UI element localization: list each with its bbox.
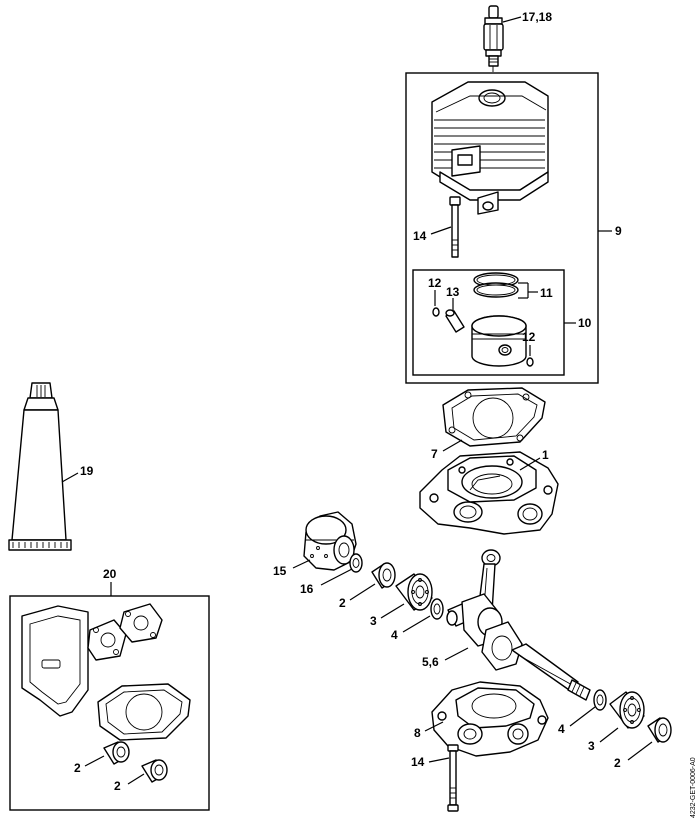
gasket-kit-box [9, 595, 210, 811]
callout-washer: 16 [300, 582, 314, 596]
callout-spark-plug: 17,18 [522, 10, 552, 24]
thrust-ring-right[interactable] [593, 689, 607, 711]
ball-bearing-left[interactable] [395, 573, 433, 611]
washer[interactable] [349, 553, 363, 573]
snap-ring-left[interactable] [432, 307, 440, 317]
callout-ring-right: 4 [558, 722, 565, 736]
kit-seal-a[interactable] [103, 741, 130, 765]
callout-gasket-top: 7 [431, 447, 438, 461]
callout-grease-tube: 19 [80, 464, 94, 478]
thrust-ring-left[interactable] [430, 598, 444, 620]
callout-ring-left: 4 [391, 628, 398, 642]
crankcase-half-bottom[interactable] [431, 681, 549, 757]
callout-kit-seal-b: 2 [114, 779, 121, 793]
cylinder-bolt[interactable] [449, 196, 461, 258]
kit-muffler-gasket[interactable] [21, 605, 89, 717]
ball-bearing-right[interactable] [609, 691, 645, 729]
flywheel-nut[interactable] [303, 511, 357, 571]
callout-flywheel-nut: 15 [273, 564, 287, 578]
snap-ring-right[interactable] [526, 357, 534, 367]
callout-gasket-kit: 20 [103, 567, 117, 581]
crankcase-bolt[interactable] [447, 744, 459, 812]
callout-bearing-left: 3 [370, 614, 377, 628]
callout-cylinder-box: 9 [615, 224, 622, 238]
crankshaft-connecting-rod[interactable] [446, 549, 591, 701]
grease-tube[interactable] [8, 382, 72, 551]
callout-seal-right: 2 [614, 756, 621, 770]
callout-snap-ring-left: 12 [428, 276, 442, 290]
callout-bolt-bottom: 14 [411, 755, 425, 769]
kit-intake-gasket-b[interactable] [119, 603, 163, 643]
spark-plug[interactable] [483, 5, 504, 72]
callout-seal-left: 2 [339, 596, 346, 610]
piston[interactable] [471, 315, 527, 367]
callout-piston-box: 10 [578, 316, 592, 330]
piston-rings[interactable] [473, 272, 519, 298]
oil-seal-right[interactable] [647, 717, 672, 743]
callout-piston-rings: 11 [540, 286, 553, 300]
cylinder[interactable] [431, 81, 549, 215]
oil-seal-left[interactable] [371, 562, 396, 589]
callout-cylinder-bolt: 14 [413, 229, 427, 243]
callout-crankshaft: 5,6 [422, 655, 439, 669]
cylinder-assembly-box [405, 72, 599, 384]
piston-pin[interactable] [445, 309, 465, 333]
callout-crankcase-bottom: 8 [414, 726, 421, 740]
drawing-code: 4232-GET-0006-A0 [690, 757, 697, 818]
callout-bearing-right: 3 [588, 739, 595, 753]
callout-kit-seal-a: 2 [74, 761, 81, 775]
kit-seal-b[interactable] [141, 759, 168, 783]
kit-intake-gasket-a[interactable] [87, 619, 127, 661]
cylinder-gasket[interactable] [442, 387, 546, 447]
callout-crankcase-top: 1 [542, 448, 549, 462]
kit-cylinder-gasket[interactable] [97, 683, 191, 741]
crankcase-half-top[interactable] [419, 451, 559, 535]
callout-snap-ring-right: 12 [522, 330, 536, 344]
callout-piston-pin: 13 [446, 285, 460, 299]
